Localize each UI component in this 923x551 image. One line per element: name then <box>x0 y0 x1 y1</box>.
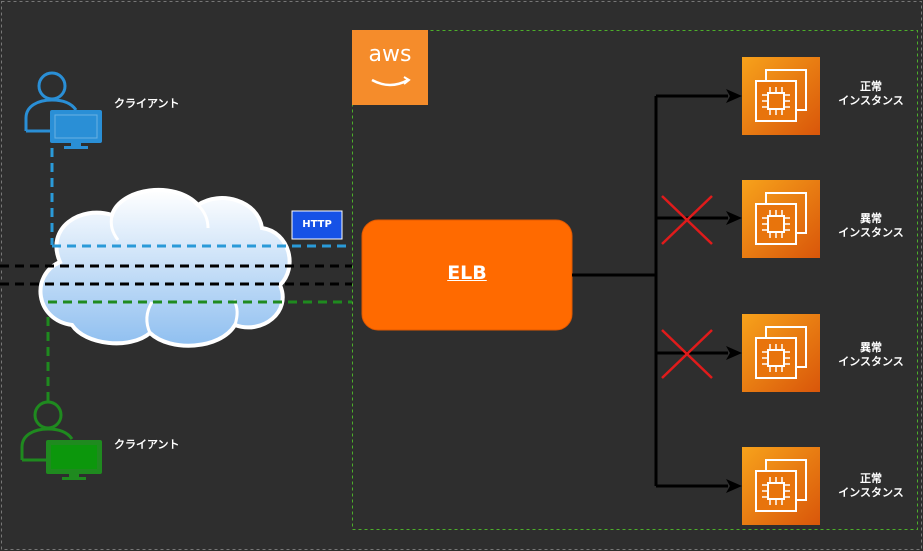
instance-status-4: 正常 <box>860 472 882 485</box>
instance-label-1: 正常 インスタンス <box>826 80 916 108</box>
aws-cloud-boundary <box>352 30 918 530</box>
aws-logo-text: aws <box>368 42 412 67</box>
internet-cloud-icon <box>38 188 292 348</box>
client-label-2: クライアント <box>114 438 180 451</box>
aws-smile-arrow-icon <box>403 76 411 85</box>
instance-type-2: インスタンス <box>838 226 904 239</box>
instance-type-1: インスタンス <box>838 94 904 107</box>
elb-label: ELB <box>447 262 487 284</box>
client-blue-monitor-icon <box>50 110 102 149</box>
instance-status-2: 異常 <box>860 212 882 225</box>
http-badge <box>291 210 343 240</box>
client-label-1: クライアント <box>114 97 180 110</box>
ec2-instance-icon-2 <box>742 180 820 258</box>
ec2-instance-icon-3 <box>742 314 820 392</box>
instance-status-1: 正常 <box>860 80 882 93</box>
ec2-instance-icon-4 <box>742 447 820 525</box>
blocked-route-icon-2 <box>661 329 713 379</box>
connector-arrowheads <box>726 89 742 493</box>
blocked-route-icon-1 <box>661 195 713 245</box>
elb-connectors <box>572 94 728 488</box>
instance-label-4: 正常 インスタンス <box>826 472 916 500</box>
client-green-monitor-icon <box>46 440 102 480</box>
instance-label-3: 異常 インスタンス <box>826 341 916 369</box>
aws-logo-badge <box>352 30 428 105</box>
client-blue-icon <box>24 71 78 133</box>
instance-type-4: インスタンス <box>838 486 904 499</box>
instance-status-3: 異常 <box>860 341 882 354</box>
aws-smile-icon <box>371 78 409 87</box>
instance-label-2: 異常 インスタンス <box>826 212 916 240</box>
instance-type-3: インスタンス <box>838 355 904 368</box>
ec2-instance-icon-1 <box>742 57 820 135</box>
http-label: HTTP <box>302 219 332 230</box>
client-green-icon <box>20 400 74 462</box>
